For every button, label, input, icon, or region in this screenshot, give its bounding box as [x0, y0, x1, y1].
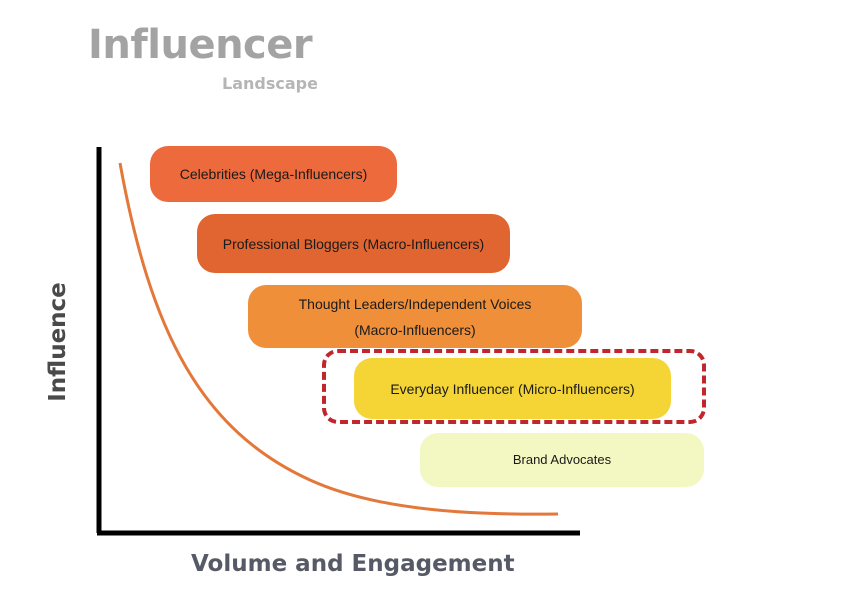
tier-celebrities: Celebrities (Mega-Influencers)	[150, 146, 397, 202]
tier-brand-advocates: Brand Advocates	[420, 433, 704, 487]
influence-curve	[118, 162, 559, 516]
diagram-title: Influencer	[88, 22, 313, 68]
diagram-subtitle: Landscape	[222, 74, 318, 93]
tier-label: Professional Bloggers (Macro-Influencers…	[222, 235, 485, 252]
highlight-dashed-border	[322, 349, 706, 424]
tier-thought-leaders: Thought Leaders/Independent Voices (Macr…	[248, 285, 582, 348]
tier-label-line1: Thought Leaders/Independent Voices	[298, 295, 532, 312]
tier-professional-bloggers: Professional Bloggers (Macro-Influencers…	[197, 214, 510, 273]
y-axis-label: Influence	[45, 282, 71, 402]
tier-label: Celebrities (Mega-Influencers)	[179, 166, 368, 182]
tier-everyday-influencer: Everyday Influencer (Micro-Influencers)	[354, 358, 671, 419]
tier-label: Everyday Influencer (Micro-Influencers)	[390, 380, 635, 397]
tier-label: Brand Advocates	[512, 452, 612, 467]
tier-label-line2: (Macro-Influencers)	[354, 321, 476, 338]
x-axis-label: Volume and Engagement	[191, 551, 515, 577]
